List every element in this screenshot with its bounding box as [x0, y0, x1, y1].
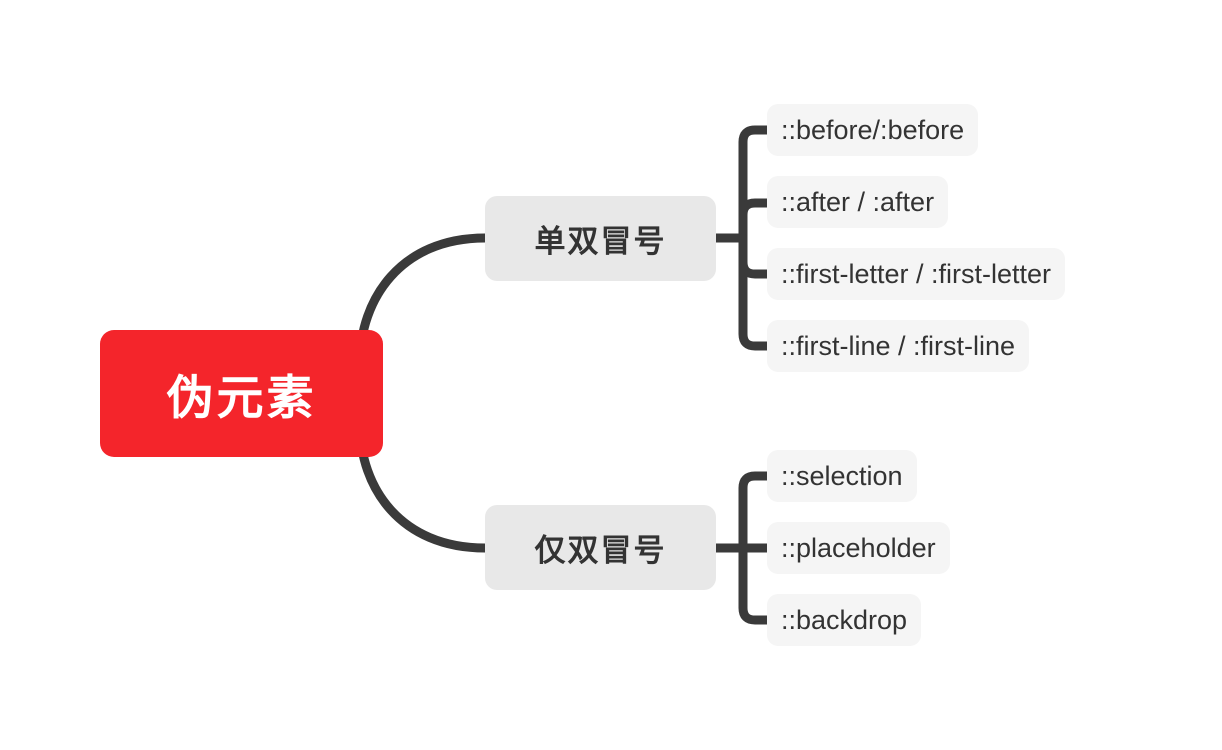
connector-branch-1-leaf-2 [738, 198, 772, 243]
connector-branch-1-leaf-1 [738, 125, 772, 243]
leaf-node-after[interactable]: ::after / :after [767, 176, 949, 228]
leaf-node-first-letter-label: ::first-letter / :first-letter [781, 258, 1052, 289]
leaf-node-before-label: ::before/:before [781, 114, 965, 145]
connector-branch-2-leaf-1 [738, 471, 772, 553]
leaf-node-after-label: ::after / :after [781, 186, 935, 217]
branch-node-1[interactable]: 单双冒号 [485, 196, 716, 281]
leaf-node-placeholder-label: ::placeholder [781, 532, 936, 563]
branch-node-1-label: 单双冒号 [534, 224, 667, 259]
leaf-node-before[interactable]: ::before/:before [767, 104, 979, 156]
leaf-node-backdrop-label: ::backdrop [781, 604, 908, 635]
leaf-node-first-line-label: ::first-line / :first-line [781, 330, 1016, 361]
root-node[interactable]: 伪元素 [100, 330, 383, 457]
leaf-node-selection-label: ::selection [781, 460, 903, 491]
leaf-node-selection[interactable]: ::selection [767, 450, 917, 502]
connector-branch-1-leaf-3 [738, 233, 772, 279]
root-node-label: 伪元素 [166, 371, 317, 424]
connector-branch-2-leaf-3 [738, 543, 772, 625]
leaf-node-first-letter[interactable]: ::first-letter / :first-letter [767, 248, 1066, 300]
branch-node-2-label: 仅双冒号 [534, 533, 667, 568]
leaf-node-first-line[interactable]: ::first-line / :first-line [767, 320, 1030, 372]
leaf-node-backdrop[interactable]: ::backdrop [767, 594, 922, 646]
connector-branch-1-leaf-4 [738, 233, 772, 351]
leaf-node-placeholder[interactable]: ::placeholder [767, 522, 950, 574]
branch-node-2[interactable]: 仅双冒号 [485, 505, 716, 590]
